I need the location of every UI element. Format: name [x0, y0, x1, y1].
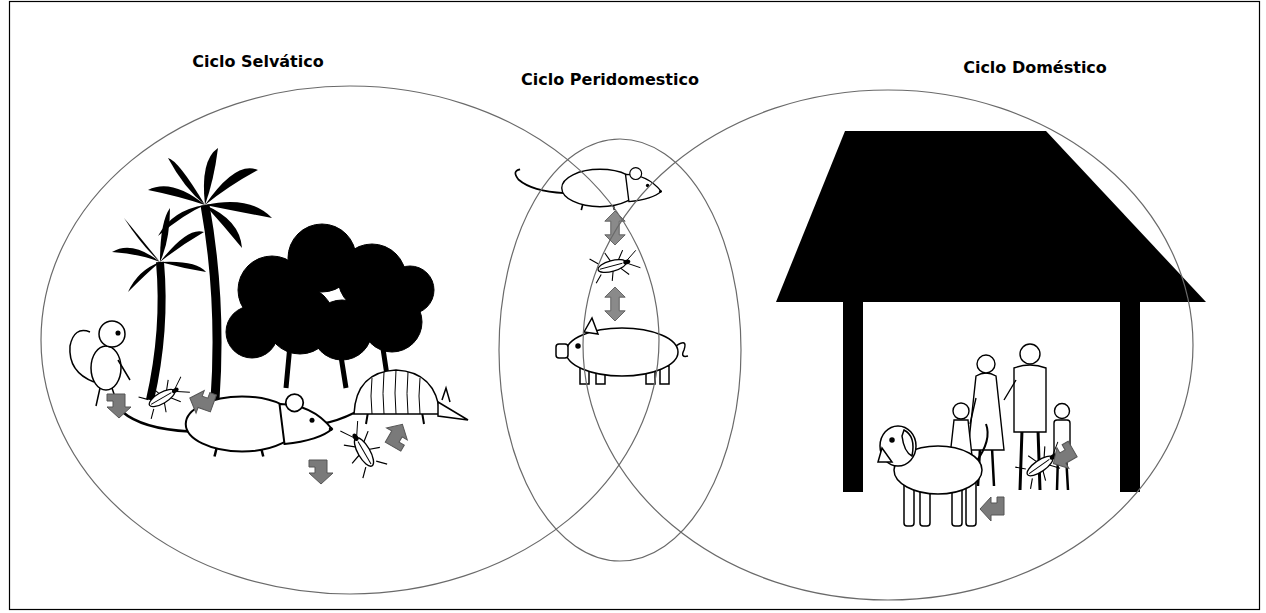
cycle-heading: Ciclo Peridomestico [521, 70, 699, 89]
cycle-region: Ciclo Peridomestico [498, 138, 742, 562]
cycle-heading: Ciclo Doméstico [963, 58, 1107, 77]
cycle-ellipse [498, 138, 742, 562]
cycle-heading: Ciclo Selvático [192, 52, 323, 71]
cycle-ellipse [40, 85, 660, 595]
cycle-outline [41, 86, 659, 594]
cycle-outline [583, 90, 1193, 600]
cycle-ellipse [582, 89, 1194, 601]
cycle-region: Ciclo Selvático [40, 85, 660, 595]
cycle-outline [499, 139, 741, 561]
cycle-region: Ciclo Doméstico [582, 89, 1194, 601]
